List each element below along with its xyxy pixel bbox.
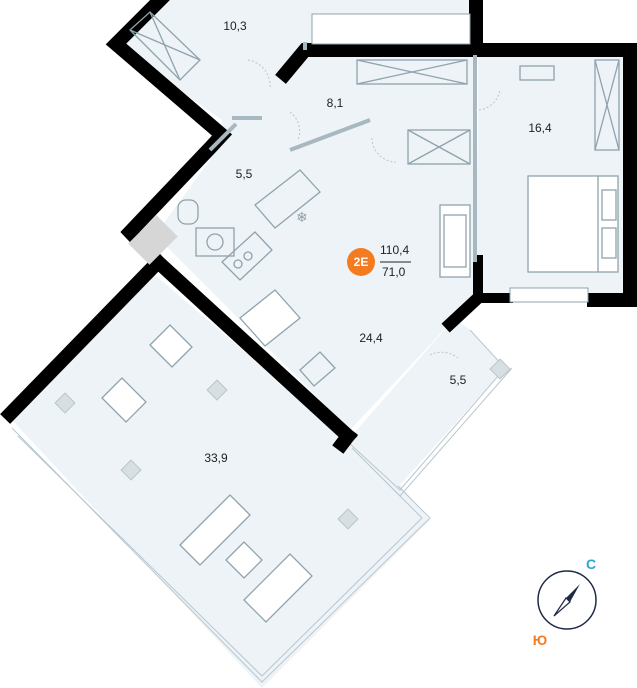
main-floor [155,55,478,430]
terrace-area: 33,9 [204,451,228,465]
terrace-floor [12,275,430,688]
compass-needle-north [566,584,580,602]
room-labels: 10,3 8,1 5,5 16,4 24,4 5,5 33,9 [204,19,552,465]
bedroom-area: 16,4 [528,121,552,135]
balcony-area: 5,5 [450,373,467,387]
compass-north-label: С [586,556,596,572]
terrace-railing [11,329,513,683]
balcony-floor [348,318,505,485]
bathroom-area: 5,5 [236,167,253,181]
unit-code: 2E [354,255,369,269]
compass-needle-south [553,597,571,617]
floor-areas [12,0,625,688]
compass: С Ю [533,556,597,648]
compass-south-label: Ю [533,632,547,648]
partitions [208,42,477,262]
svg-text:❄: ❄ [296,210,308,226]
hall-area: 8,1 [327,96,344,110]
windows [311,13,589,303]
compass-circle [537,570,597,630]
unit-badge-circle [347,248,375,276]
furniture: ❄ [54,11,620,623]
living-kitchen-area: 24,4 [359,331,383,345]
unit-badge: 2E 110,4 71,0 [347,243,411,279]
shaft [128,215,178,265]
total-area: 110,4 [380,243,409,257]
room-top-area: 10,3 [223,19,247,33]
doors [247,59,501,359]
living-area: 71,0 [382,265,406,279]
